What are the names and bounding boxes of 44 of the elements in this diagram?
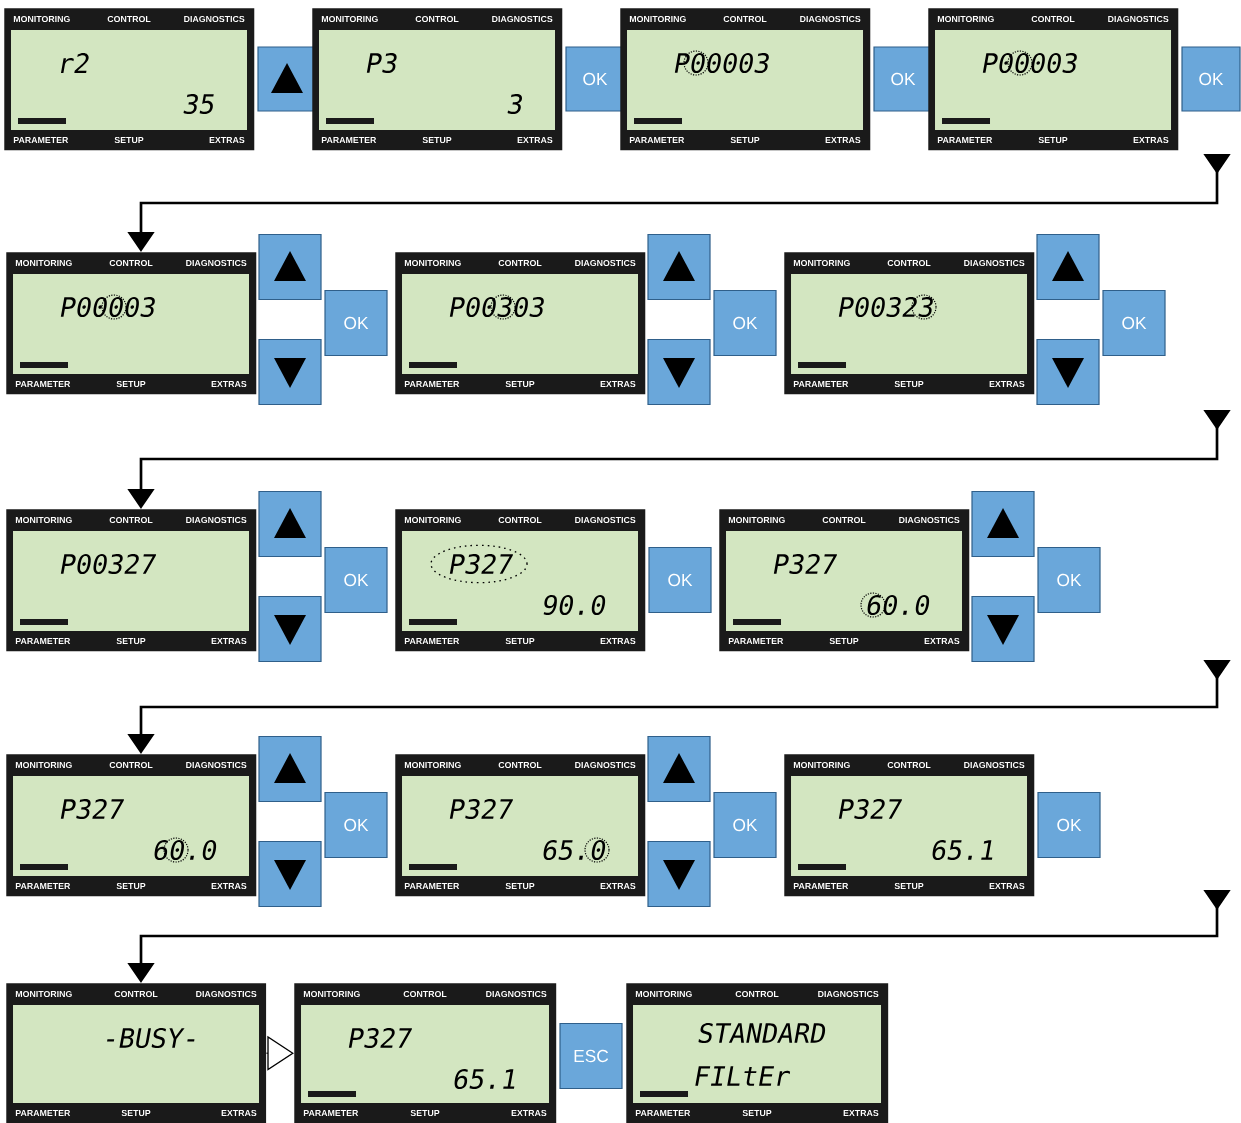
lcd-display: MONITORING CONTROL DIAGNOSTICS PARAMETER SETUP EXTRAS STANDARD FILtEr — [626, 983, 889, 1123]
down-button — [647, 840, 711, 908]
lcd-display: MONITORING CONTROL DIAGNOSTICS PARAMETER SETUP EXTRAS P00003 — [620, 8, 871, 151]
down-button — [258, 338, 322, 406]
lcd-display: MONITORING CONTROL DIAGNOSTICS PARAMETER SETUP EXTRAS P327 65.0 — [395, 754, 646, 897]
up-button — [1036, 233, 1100, 301]
lcd-display: MONITORING CONTROL DIAGNOSTICS PARAMETER SETUP EXTRAS P00327 — [6, 509, 257, 652]
key-button: OK — [1037, 791, 1101, 859]
down-button — [971, 595, 1035, 663]
up-button — [258, 490, 322, 558]
lcd-display: MONITORING CONTROL DIAGNOSTICS PARAMETER SETUP EXTRAS P00303 — [395, 252, 646, 395]
lcd-display: MONITORING CONTROL DIAGNOSTICS PARAMETER SETUP EXTRAS P00323 — [784, 252, 1035, 395]
key-button: OK — [648, 546, 712, 614]
down-button — [258, 840, 322, 908]
lcd-display: MONITORING CONTROL DIAGNOSTICS PARAMETER SETUP EXTRAS P00003 — [928, 8, 1179, 151]
key-button: ESC — [559, 1022, 623, 1090]
down-button — [258, 595, 322, 663]
lcd-display: MONITORING CONTROL DIAGNOSTICS PARAMETER SETUP EXTRAS P00003 — [6, 252, 257, 395]
key-button: OK — [324, 791, 388, 859]
lcd-display: MONITORING CONTROL DIAGNOSTICS PARAMETER SETUP EXTRAS P327 60.0 — [719, 509, 970, 652]
up-button — [647, 233, 711, 301]
key-button: OK — [324, 546, 388, 614]
down-button — [647, 338, 711, 406]
up-button — [258, 735, 322, 803]
lcd-display: MONITORING CONTROL DIAGNOSTICS PARAMETER SETUP EXTRAS r2 35 — [4, 8, 255, 151]
lcd-display: MONITORING CONTROL DIAGNOSTICS PARAMETER SETUP EXTRAS P327 65.1 — [784, 754, 1035, 897]
lcd-display: MONITORING CONTROL DIAGNOSTICS PARAMETER SETUP EXTRAS P327 60.0 — [6, 754, 257, 897]
key-button: OK — [565, 46, 625, 112]
lcd-display: MONITORING CONTROL DIAGNOSTICS PARAMETER SETUP EXTRAS P3 3 — [312, 8, 563, 151]
key-button: OK — [713, 791, 777, 859]
up-button — [258, 233, 322, 301]
key-button: OK — [1102, 289, 1166, 357]
lcd-display: MONITORING CONTROL DIAGNOSTICS PARAMETER SETUP EXTRAS P327 90.0 — [395, 509, 646, 652]
down-button — [1036, 338, 1100, 406]
chevron-arrow — [265, 1035, 294, 1071]
key-button: OK — [1181, 46, 1241, 112]
up-button — [647, 735, 711, 803]
key-button: OK — [1037, 546, 1101, 614]
key-button: OK — [713, 289, 777, 357]
key-button: OK — [873, 46, 933, 112]
lcd-display: MONITORING CONTROL DIAGNOSTICS PARAMETER SETUP EXTRAS -BUSY- — [6, 983, 267, 1123]
key-button: OK — [324, 289, 388, 357]
up-button — [971, 490, 1035, 558]
lcd-display: MONITORING CONTROL DIAGNOSTICS PARAMETER SETUP EXTRAS P327 65.1 — [294, 983, 557, 1123]
